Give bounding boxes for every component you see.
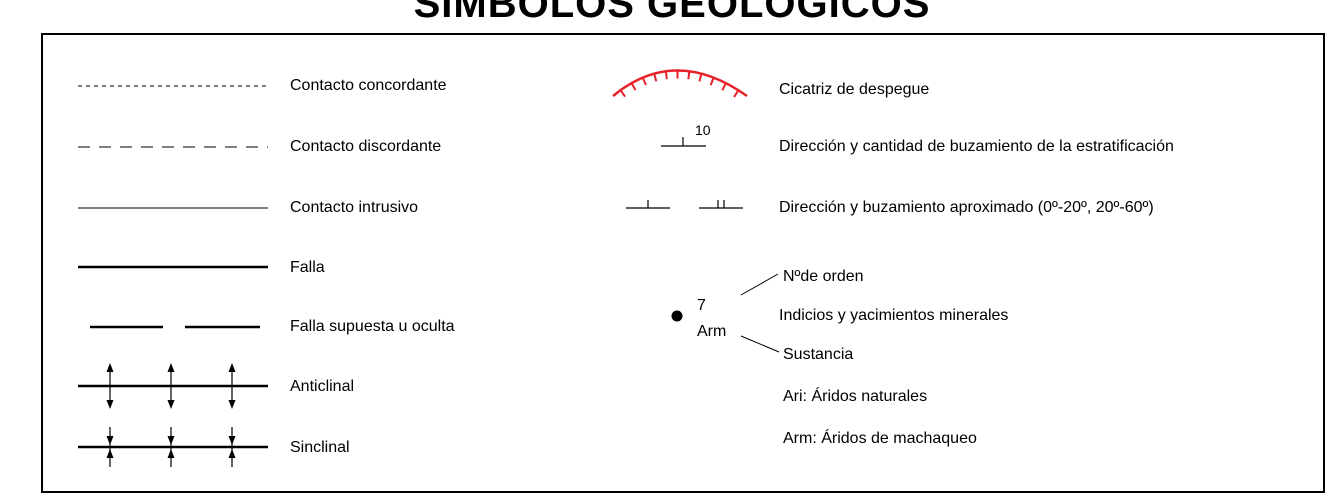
legend-symbols-right xyxy=(612,69,780,353)
label-falla-supuesta: Falla supuesta u oculta xyxy=(290,318,455,335)
approx-dip-symbol-high xyxy=(699,200,743,209)
label-anticlinal: Anticlinal xyxy=(290,378,355,395)
dip-value: 10 xyxy=(695,122,711,138)
scar-tick xyxy=(733,89,740,98)
label-code-arm: Arm: Áridos de machaqueo xyxy=(783,430,977,447)
scar-tick xyxy=(698,73,703,82)
page-title: SÍMBOLOS GEOLÓGICOS xyxy=(413,0,931,26)
mineral-leader-lines xyxy=(740,273,780,353)
scar-tick xyxy=(687,71,691,80)
label-falla: Falla xyxy=(290,259,325,276)
label-contacto-intrusivo: Contacto intrusivo xyxy=(290,199,419,216)
scar-tick xyxy=(630,82,637,91)
label-cicatriz: Cicatriz de despegue xyxy=(779,81,930,98)
mineral-number: 7 xyxy=(697,297,706,314)
scar-tick xyxy=(664,71,668,80)
dip-symbol xyxy=(661,137,706,147)
scar-tick xyxy=(619,89,626,98)
approx-dip-symbol-low xyxy=(626,200,670,209)
scar-tick xyxy=(709,77,715,86)
mineral-code: Arm xyxy=(697,323,727,340)
mineral-point-icon xyxy=(671,310,683,322)
scar-tick xyxy=(653,73,658,82)
label-contacto-concordante: Contacto concordante xyxy=(290,77,447,94)
label-contacto-discordante: Contacto discordante xyxy=(290,138,442,155)
label-direccion-buzamiento: Dirección y cantidad de buzamiento de la… xyxy=(779,138,1174,155)
label-indicios-yacimientos: Indicios y yacimientos minerales xyxy=(779,307,1009,324)
syncline-symbol xyxy=(78,427,268,467)
scar-symbol xyxy=(612,69,748,98)
anticline-symbol xyxy=(78,363,268,409)
scar-tick xyxy=(641,77,647,86)
legend-symbols-left xyxy=(78,85,268,467)
label-code-ari: Ari: Áridos naturales xyxy=(783,388,928,405)
label-numero-orden: Nºde orden xyxy=(783,268,864,285)
label-sustancia: Sustancia xyxy=(783,346,854,363)
scar-tick xyxy=(721,82,727,91)
label-sinclinal: Sinclinal xyxy=(290,439,350,456)
label-buzamiento-aproximado: Dirección y buzamiento aproximado (0º-20… xyxy=(779,199,1154,216)
